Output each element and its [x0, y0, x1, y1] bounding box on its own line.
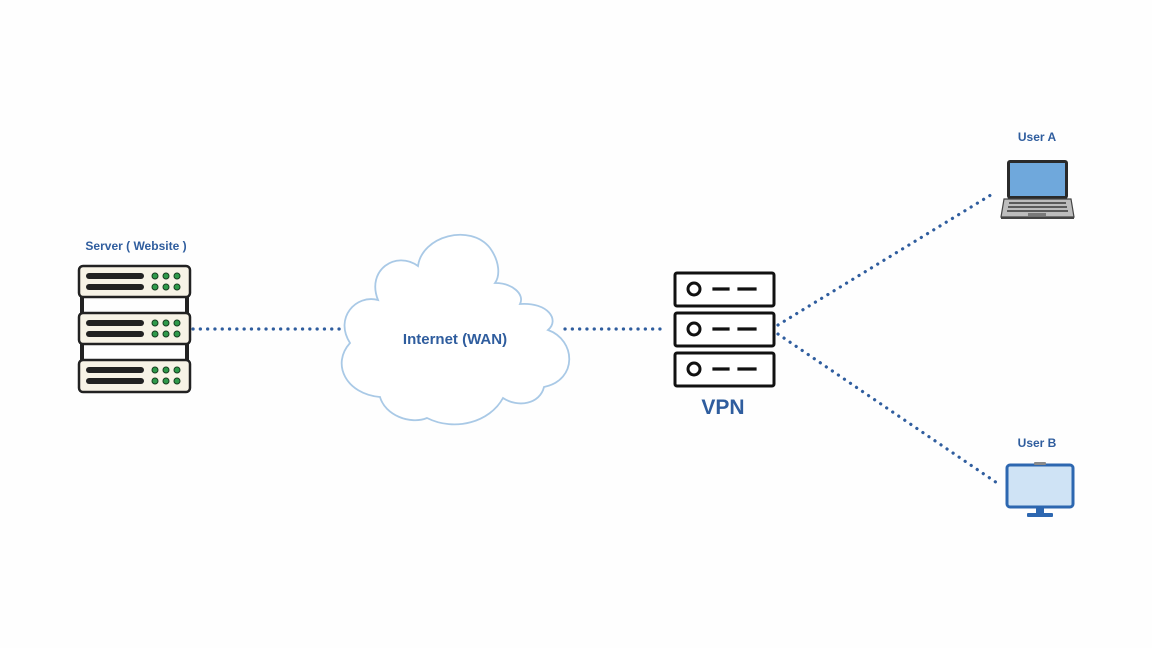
laptop-icon	[1000, 160, 1075, 219]
server-rack-icon	[77, 264, 192, 394]
server-label: Server ( Website )	[85, 239, 187, 253]
vpn-label: VPN	[701, 396, 745, 419]
user-b-label: User B	[1017, 436, 1057, 450]
link-vpn-user-b	[776, 332, 1002, 487]
internet-label: Internet (WAN)	[402, 331, 508, 348]
user-a-label: User A	[1017, 130, 1057, 144]
vpn-server-icon	[673, 271, 776, 388]
link-vpn-user-a	[776, 191, 996, 327]
monitor-icon	[1005, 462, 1075, 517]
cloud-icon	[340, 233, 571, 426]
